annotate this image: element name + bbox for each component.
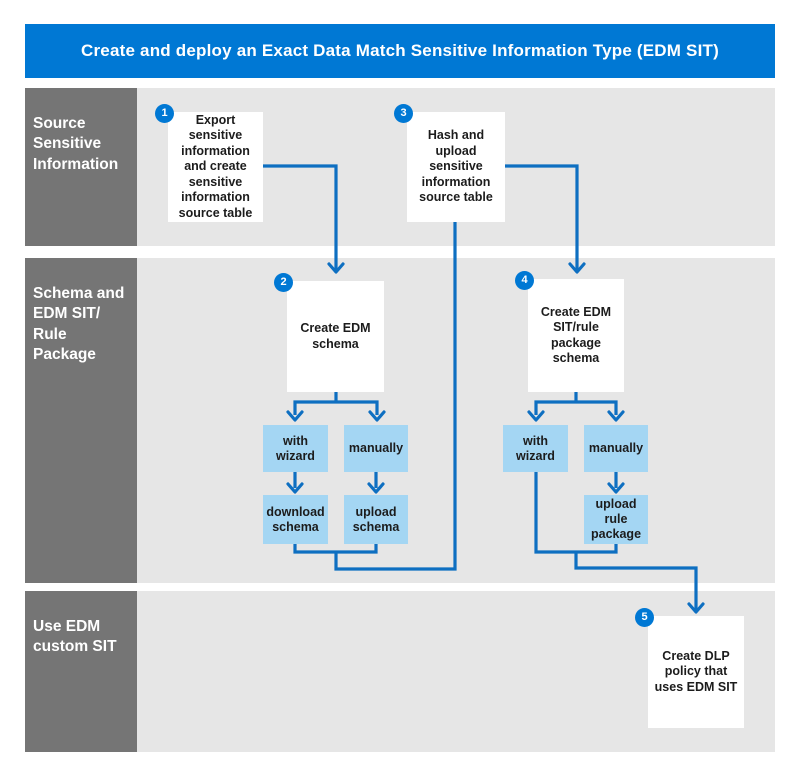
step-4-box: 4 Create EDM SIT/rule package schema: [515, 271, 624, 392]
lane-2-label: Schema and EDM SIT/ Rule Package: [25, 258, 137, 583]
option-rule-manually: manually: [584, 425, 648, 472]
step-3-text: Hash and upload sensitive information so…: [419, 128, 493, 205]
option-schema-with-wizard: with wizard: [263, 425, 328, 472]
action-upload-rule-package: upload rule package: [584, 495, 648, 544]
step-5-box: 5 Create DLP policy that uses EDM SIT: [635, 608, 744, 728]
option-rule-with-wizard: with wizard: [503, 425, 568, 472]
action-upload-schema: upload schema: [344, 495, 408, 544]
diagram-title: Create and deploy an Exact Data Match Se…: [81, 41, 719, 60]
option-schema-with-wizard-label: with wizard: [276, 433, 315, 463]
action-upload-schema-label: upload schema: [352, 504, 400, 534]
option-rule-manually-label: manually: [588, 441, 644, 455]
step-1-text: Export sensitive information and create …: [178, 112, 253, 220]
lane-3-label: Use EDM custom SIT: [25, 591, 137, 752]
diagram-title-banner: Create and deploy an Exact Data Match Se…: [25, 24, 775, 78]
lane-2-content-area: [137, 258, 775, 583]
step-2-text: Create EDM schema: [300, 321, 371, 351]
step-1-box: 1 Export sensitive information and creat…: [155, 104, 263, 222]
step-2-box: 2 Create EDM schema: [274, 273, 384, 392]
step-1-badge: 1: [155, 104, 174, 123]
action-upload-rule-package-label: upload rule package: [590, 497, 642, 541]
step-5-text: Create DLP policy that uses EDM SIT: [654, 648, 738, 694]
option-schema-manually-label: manually: [348, 441, 404, 455]
step-4-text: Create EDM SIT/rule package schema: [540, 304, 612, 366]
action-download-schema-label: download schema: [266, 504, 325, 534]
step-2-badge: 2: [274, 273, 293, 292]
lane-1-label: Source Sensitive Information: [25, 88, 137, 246]
step-3-badge: 3: [394, 104, 413, 123]
step-5-badge: 5: [635, 608, 654, 627]
step-3-box: 3 Hash and upload sensitive information …: [394, 104, 505, 222]
option-schema-manually: manually: [344, 425, 408, 472]
step-4-badge: 4: [515, 271, 534, 290]
option-rule-with-wizard-label: with wizard: [516, 433, 555, 463]
action-download-schema: download schema: [263, 495, 328, 544]
